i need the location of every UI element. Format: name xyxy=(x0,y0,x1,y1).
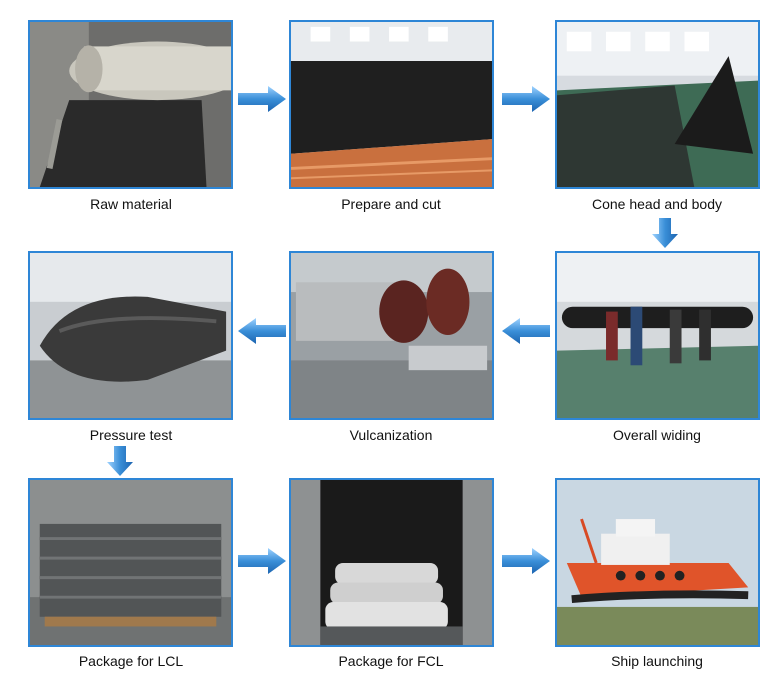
arrow-down-icon xyxy=(652,218,678,248)
step-package-fcl-photo xyxy=(289,478,494,647)
step-label: Prepare and cut xyxy=(341,196,441,212)
step-package-lcl-photo xyxy=(28,478,233,647)
step-label: Ship launching xyxy=(611,653,703,669)
step-vulcanization-photo xyxy=(289,251,494,420)
step-prepare-and-cut-photo xyxy=(289,20,494,189)
arrow-right-icon xyxy=(502,86,550,112)
arrow-right-icon xyxy=(502,548,550,574)
arrow-right-icon xyxy=(238,86,286,112)
arrow-left-icon xyxy=(502,318,550,344)
step-raw-material-photo xyxy=(28,20,233,189)
step-cone-head-photo xyxy=(555,20,760,189)
arrow-down-icon xyxy=(107,446,133,476)
arrow-right-icon xyxy=(238,548,286,574)
step-ship-launching-photo xyxy=(555,478,760,647)
step-pressure-test-photo xyxy=(28,251,233,420)
step-label: Vulcanization xyxy=(349,427,433,443)
step-label: Package for LCL xyxy=(78,653,184,669)
step-label: Cone head and body xyxy=(592,196,722,212)
step-label: Pressure test xyxy=(89,427,173,443)
step-label: Raw material xyxy=(90,196,172,212)
step-label: Overall widing xyxy=(613,427,701,443)
step-label: Package for FCL xyxy=(338,653,444,669)
arrow-left-icon xyxy=(238,318,286,344)
step-overall-widing-photo xyxy=(555,251,760,420)
